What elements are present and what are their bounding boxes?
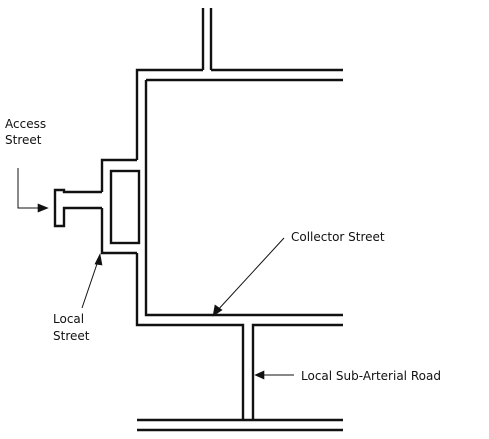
- collector-street-road: [135, 68, 343, 420]
- access-street-road: [53, 188, 102, 228]
- local-street-label-line2: Street: [53, 329, 90, 343]
- collector-street-label: Collector Street: [291, 230, 385, 244]
- access-street-leader: [17, 168, 49, 213]
- collector-street-leader: [212, 237, 285, 317]
- south-road: [137, 418, 343, 432]
- local-sub-arterial-leader: [254, 370, 294, 380]
- local-street-road: [100, 158, 148, 255]
- access-street-label-line1: Access: [5, 117, 46, 131]
- access-street-label-line2: Street: [5, 133, 42, 147]
- local-sub-arterial-road-label: Local Sub-Arterial Road: [301, 369, 441, 383]
- north-connector-road: [201, 8, 213, 70]
- local-street-leader: [81, 253, 103, 309]
- local-street-label-line1: Local: [53, 312, 84, 326]
- city-block: [109, 169, 141, 245]
